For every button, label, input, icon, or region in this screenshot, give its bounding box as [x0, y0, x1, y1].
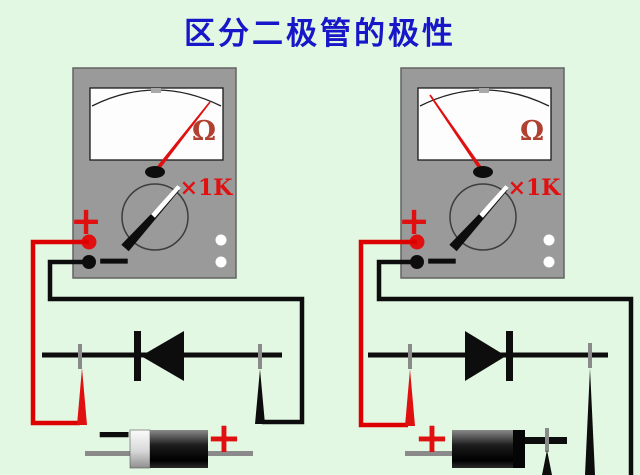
left-red-probe-icon: [77, 368, 87, 425]
right-physical-plus-label: +: [414, 413, 449, 462]
right-meter-dial: [417, 87, 552, 161]
left-needle-pivot: [145, 166, 165, 178]
left-physical-lead-left: [85, 451, 131, 456]
left-range-knob: [121, 183, 189, 251]
left-physical-lead-right: [207, 451, 253, 456]
left-knob-pointer-tip: [151, 185, 181, 218]
right-meter-screw-bottom: [543, 256, 555, 268]
left-meter-needle-icon: [153, 101, 211, 174]
right-red-test-lead-wire: [358, 239, 417, 428]
right-diode-triangle-icon: [465, 331, 506, 381]
left-diode-schematic: [42, 331, 282, 381]
left-black-probe-icon: [255, 369, 265, 424]
left-circuit-wires: [30, 239, 305, 426]
right-circuit-wires: [358, 239, 634, 475]
right-probe-contact-left: [408, 344, 412, 369]
right-black-test-lead-wire: [376, 259, 634, 475]
right-meter-screw-top: [543, 234, 555, 246]
left-omega-label: Ω: [192, 116, 216, 147]
right-cathode-band: [513, 430, 525, 468]
left-diode-cathode-bar: [134, 331, 141, 381]
left-black-test-lead-wire: [47, 259, 305, 425]
left-physical-plus-label: +: [206, 413, 241, 462]
right-probe-contact-right: [588, 343, 592, 368]
left-probe-contact-left: [78, 344, 82, 369]
right-black-probe-icon: [585, 368, 595, 475]
left-red-test-lead-wire: [30, 239, 89, 426]
right-minus-terminal-label: −: [424, 235, 461, 286]
left-diode-body: [150, 430, 208, 468]
left-minus-terminal-label: −: [96, 235, 133, 286]
left-meter-screw-bottom: [215, 256, 227, 268]
right-range-knob: [449, 183, 517, 251]
right-multimeter: Ω ×1K + −: [398, 67, 565, 286]
left-meter-screw-top: [215, 234, 227, 246]
right-physical-probe-contact: [545, 428, 549, 452]
right-omega-label: Ω: [520, 116, 544, 147]
right-red-probe-icon: [405, 369, 415, 426]
left-range-label: ×1K: [180, 175, 234, 201]
left-dial-notch: [151, 88, 161, 93]
right-diode-body: [452, 430, 525, 468]
right-needle-pivot: [473, 166, 493, 178]
right-physical-diode: +: [405, 413, 567, 475]
left-physical-minus-label: −: [95, 406, 134, 460]
right-knob-pointer-tip: [479, 185, 509, 218]
right-physical-lead-left: [405, 451, 452, 456]
right-physical-probe-icon: [542, 450, 552, 475]
left-physical-diode: − +: [85, 406, 253, 469]
right-dial-notch: [479, 88, 489, 93]
right-diode-schematic: [368, 331, 608, 381]
left-probe-contact-right: [258, 344, 262, 369]
page-title: 区分二极管的极性: [184, 16, 456, 52]
left-diode-triangle-icon: [141, 331, 184, 381]
right-meter-needle-icon: [429, 94, 485, 174]
right-diode-cathode-bar: [506, 331, 513, 381]
right-range-label: ×1K: [508, 175, 562, 201]
left-multimeter: Ω ×1K + −: [70, 67, 237, 286]
